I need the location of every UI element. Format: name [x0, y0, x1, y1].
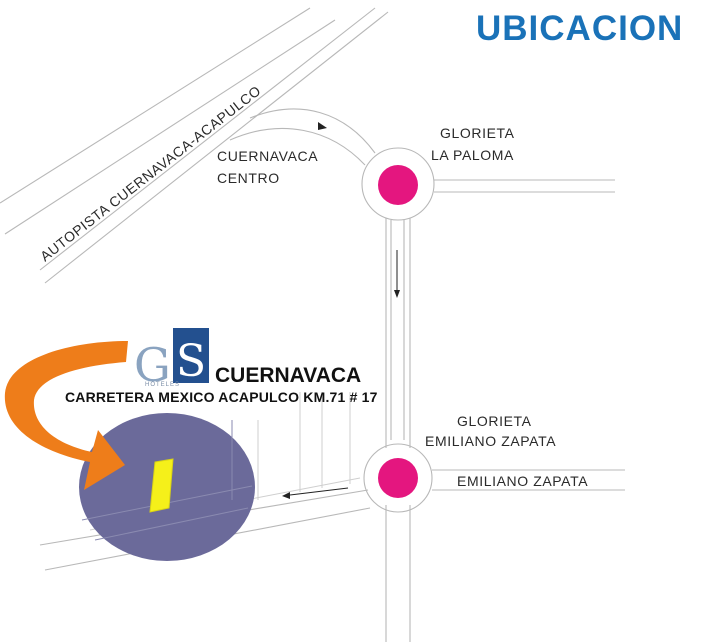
- gs-hotels-logo: G S HOTELES: [134, 328, 209, 392]
- logo-letter-s: S: [176, 336, 206, 387]
- main-road-vertical: [385, 218, 411, 642]
- paloma-label-line1: GLORIETA: [440, 125, 515, 141]
- zapata-glorieta-label-line1: GLORIETA: [457, 413, 532, 429]
- zapata-street-label: EMILIANO ZAPATA: [457, 473, 588, 489]
- logo-letter-g: G: [134, 338, 171, 392]
- zapata-glorieta-label-line2: EMILIANO ZAPATA: [425, 433, 556, 449]
- logo-small-text: HOTELES: [145, 382, 180, 388]
- centro-road: [229, 108, 376, 166]
- logo-s-box: [173, 328, 209, 383]
- paloma-label-line2: LA PALOMA: [431, 147, 514, 163]
- hotel-address: CARRETERA MEXICO ACAPULCO KM.71 # 17: [65, 389, 378, 405]
- page-title: UBICACION: [476, 9, 683, 48]
- autopista-road: [0, 7, 389, 284]
- emiliano-zapata-roundabout: [363, 443, 625, 513]
- centro-label-line1: CUERNAVACA: [217, 148, 318, 164]
- hotel-name: CUERNAVACA: [215, 364, 361, 387]
- hotel-location-marker: [149, 458, 174, 513]
- glorieta-emiliano-zapata-marker: [378, 458, 418, 498]
- centro-label-line2: CENTRO: [217, 170, 280, 186]
- glorieta-la-paloma-marker: [378, 165, 418, 205]
- pointer-arrow-icon: [4, 341, 129, 490]
- la-paloma-roundabout: [361, 147, 615, 221]
